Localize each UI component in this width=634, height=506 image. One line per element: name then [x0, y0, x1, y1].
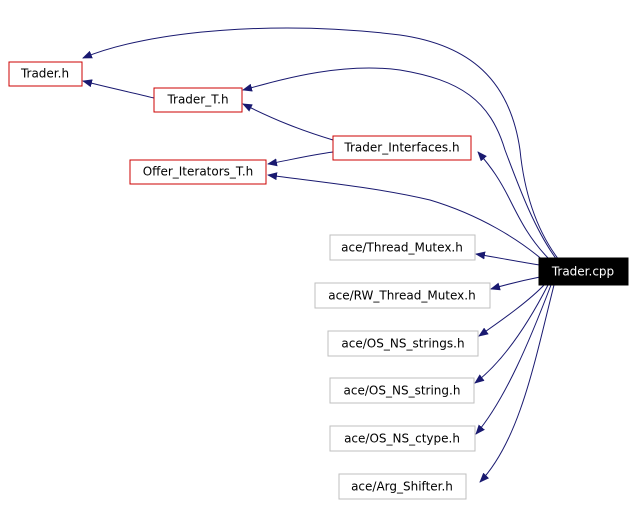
edge-trader-cpp-to-os-ns-ctype-h	[475, 284, 552, 435]
node-trader-interfaces-h[interactable]: Trader_Interfaces.h	[332, 135, 472, 161]
edge-trader-cpp-to-arg-shifter-h	[479, 284, 555, 483]
node-trader-t-h[interactable]: Trader_T.h	[153, 87, 243, 113]
edge-trader-cpp-to-os-ns-strings-h	[478, 283, 546, 337]
edge-trader-cpp-to-thread-mutex-h	[475, 251, 541, 266]
node-label: ace/OS_NS_ctype.h	[344, 432, 460, 446]
node-os-ns-string-h[interactable]: ace/OS_NS_string.h	[329, 377, 475, 404]
node-label: Trader_Interfaces.h	[343, 141, 459, 155]
edges-layer	[82, 27, 560, 483]
edge-trader-t-h-to-trader-h	[82, 79, 155, 99]
edge-trader-interfaces-h-to-trader-t-h	[242, 103, 334, 141]
node-trader-h[interactable]: Trader.h	[8, 61, 83, 87]
edge-trader-cpp-to-trader-interfaces-h	[477, 151, 551, 261]
node-label: ace/OS_NS_strings.h	[341, 337, 464, 351]
node-label: Trader_T.h	[166, 93, 228, 107]
node-label: ace/RW_Thread_Mutex.h	[328, 289, 475, 303]
edge-trader-cpp-to-rw-thread-mutex-h	[490, 276, 541, 291]
node-label: Trader.h	[20, 67, 69, 81]
edge-trader-cpp-to-trader-t-h	[242, 67, 558, 261]
node-rw-thread-mutex-h[interactable]: ace/RW_Thread_Mutex.h	[314, 282, 491, 309]
node-label: ace/Arg_Shifter.h	[351, 480, 453, 494]
node-trader-cpp[interactable]: Trader.cpp	[538, 257, 629, 286]
node-thread-mutex-h[interactable]: ace/Thread_Mutex.h	[329, 234, 476, 261]
node-label: Trader.cpp	[551, 265, 614, 279]
node-label: ace/OS_NS_string.h	[344, 384, 461, 398]
edge-trader-cpp-to-trader-h	[82, 27, 560, 261]
edge-trader-cpp-to-offer-iterators-t-h	[267, 172, 546, 263]
node-os-ns-ctype-h[interactable]: ace/OS_NS_ctype.h	[329, 425, 476, 452]
edge-trader-interfaces-h-to-offer-iterators-t-h	[267, 151, 334, 167]
nodes-layer: Trader.h Trader_T.h Trader_Interfaces.h …	[8, 61, 629, 500]
node-label: Offer_Iterators_T.h	[143, 165, 254, 179]
node-arg-shifter-h[interactable]: ace/Arg_Shifter.h	[338, 473, 467, 500]
edge-trader-cpp-to-os-ns-string-h	[474, 284, 549, 384]
node-label: ace/Thread_Mutex.h	[341, 241, 463, 255]
node-os-ns-strings-h[interactable]: ace/OS_NS_strings.h	[327, 330, 479, 357]
node-offer-iterators-t-h[interactable]: Offer_Iterators_T.h	[129, 159, 267, 185]
